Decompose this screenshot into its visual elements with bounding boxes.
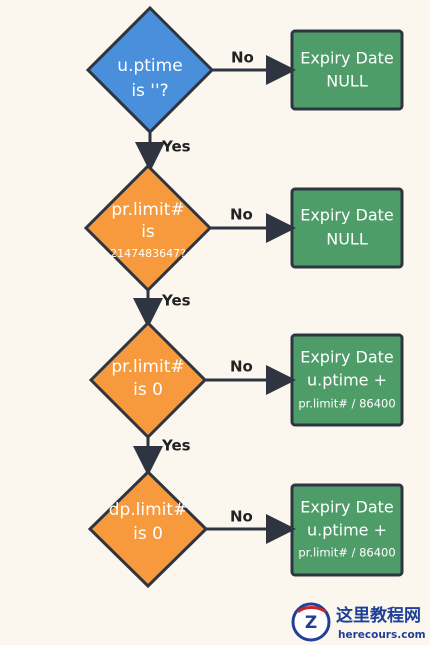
result-3: Expiry Date u.ptime + pr.limit# / 86400 (290, 333, 404, 427)
decision-4-shape (87, 469, 209, 589)
watermark-url: herecours.com (338, 629, 426, 641)
decision-4-line-2: is 0 (133, 524, 163, 544)
no-edge-3: No (205, 358, 296, 395)
no-edge-4: No (206, 508, 296, 544)
result-4: Expiry Date u.ptime + pr.limit# / 86400 (290, 483, 404, 577)
result-4-line-2: u.ptime + (307, 521, 387, 540)
decision-3-line-2: is 0 (133, 380, 163, 400)
result-3-line-3: pr.limit# / 86400 (298, 397, 395, 411)
result-1-line-1: Expiry Date (300, 49, 394, 68)
decision-4: dp.limit# is 0 (87, 469, 209, 589)
watermark-logo-letter: Z (305, 613, 317, 633)
result-4-line-3: pr.limit# / 86400 (298, 546, 395, 560)
result-3-line-1: Expiry Date (300, 348, 394, 367)
no-label-2: No (230, 206, 253, 224)
no-edge-1: No (212, 49, 296, 85)
result-2-line-1: Expiry Date (300, 206, 394, 225)
decision-2-line-1: pr.limit# (111, 200, 184, 220)
result-2-box (290, 187, 404, 269)
decision-2-line-2: is (141, 222, 155, 242)
decision-1: u.ptime is ''? (85, 5, 215, 135)
yes-label-3: Yes (161, 437, 191, 455)
result-3-line-2: u.ptime + (307, 371, 387, 390)
decision-2-line-3: 2147483647? (110, 247, 186, 260)
decision-3-line-1: pr.limit# (111, 357, 184, 377)
result-2: Expiry Date NULL (290, 187, 404, 269)
result-1-line-2: NULL (326, 72, 368, 91)
decision-1-line-2: is ''? (131, 81, 168, 101)
no-label-4: No (230, 508, 253, 526)
watermark-title: 这里教程网 (336, 605, 421, 626)
decision-2: pr.limit# is 2147483647? (83, 163, 213, 293)
decision-3: pr.limit# is 0 (88, 320, 208, 440)
result-1: Expiry Date NULL (290, 29, 404, 111)
yes-label-1: Yes (161, 138, 191, 156)
no-label-3: No (230, 358, 253, 376)
no-label-1: No (231, 49, 254, 67)
result-1-box (290, 29, 404, 111)
result-2-line-2: NULL (326, 230, 368, 249)
watermark: Z 这里教程网 herecours.com (291, 602, 426, 642)
yes-edge-2: Yes (133, 290, 191, 328)
decision-4-line-1: dp.limit# (109, 500, 188, 520)
yes-edge-1: Yes (135, 132, 191, 172)
result-4-line-1: Expiry Date (300, 498, 394, 517)
yes-edge-3: Yes (133, 437, 191, 476)
decision-1-line-1: u.ptime (117, 56, 182, 76)
yes-label-2: Yes (161, 292, 191, 310)
watermark-logo-icon: Z (291, 602, 331, 642)
no-edge-2: No (210, 206, 296, 243)
